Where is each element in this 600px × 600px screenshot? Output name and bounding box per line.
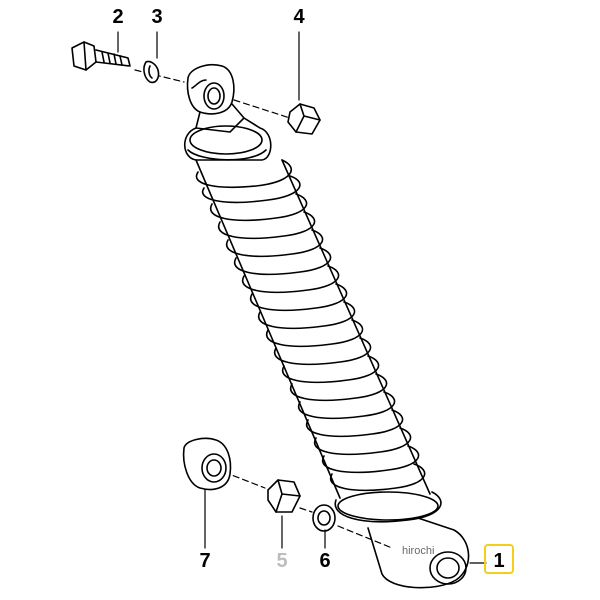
washer-part-6 [312,504,336,532]
spring-outline [195,159,431,499]
callout-5: 5 [276,550,288,572]
top-cap [183,103,272,161]
coil-spring [195,159,426,492]
nut-part-4 [287,103,321,135]
bushing-part-7 [182,437,232,491]
bolt-part [71,41,131,71]
lower-seat [334,491,442,523]
callout-3: 3 [151,6,163,28]
callout-2: 2 [112,6,124,28]
nut-part-5 [267,479,301,513]
watermark-text: hirochi [402,545,435,557]
callout-6: 6 [319,550,331,572]
callout-1: 1 [484,544,514,574]
top-eye [186,63,235,115]
callout-7: 7 [199,550,211,572]
callout-4: 4 [293,6,305,28]
bottom-eye [367,517,470,589]
washer-part-3 [143,60,160,84]
leader-lines [117,31,487,564]
